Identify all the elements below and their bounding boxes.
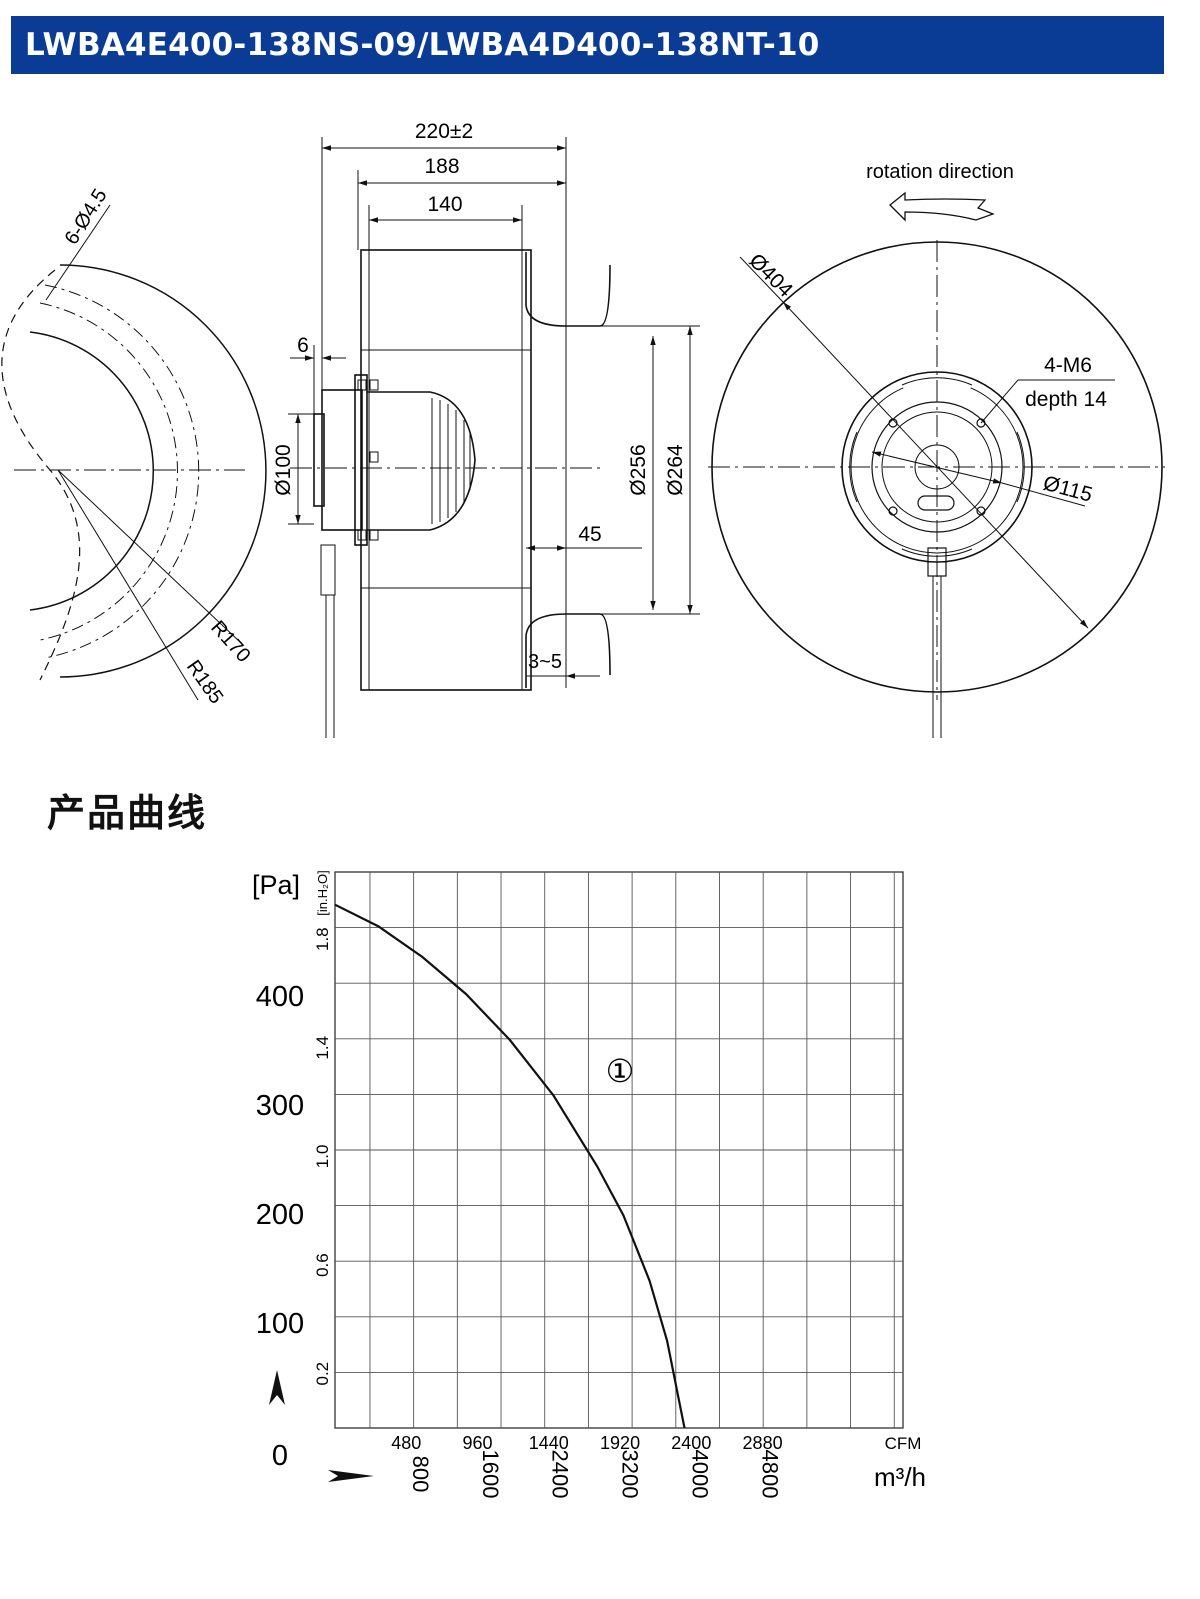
x-tick-m3h: 2400: [548, 1450, 573, 1499]
dim-3to5: 3~5: [528, 651, 562, 673]
m6-label-1: 4-M6: [1044, 354, 1092, 377]
rotation-label: rotation direction: [866, 161, 1014, 183]
x-label-cfm: CFM: [885, 1434, 922, 1453]
y-tick-inh2o: 1.0: [313, 1145, 332, 1169]
y-tick-inh2o: 0.6: [313, 1253, 332, 1277]
y-label-inh2o: [in.H₂O]: [315, 870, 330, 916]
x-tick-m3h: 1600: [478, 1450, 503, 1499]
performance-chart: 400 300 200 100 0 1.8 1.4 1.0 0.6 0.2 480 960 1440 19…: [252, 870, 926, 1498]
x-tick-cfm: 2400: [671, 1433, 711, 1453]
m6-label-2: depth 14: [1025, 388, 1107, 411]
x-label-m3h: m³/h: [874, 1462, 926, 1492]
x-tick-m3h: 4800: [757, 1450, 782, 1499]
outer-arc: [59, 264, 267, 678]
section-title: 产品曲线: [47, 791, 208, 835]
y-tick-pa: 400: [256, 981, 304, 1013]
r185-label: R185: [182, 656, 227, 708]
front-view: [708, 240, 1165, 738]
holes-label: 6-Ø4.5: [61, 185, 112, 249]
front-dimensions: [739, 191, 1115, 629]
x-tick-cfm: 480: [391, 1433, 421, 1453]
x-tick-cfm: 2880: [743, 1433, 783, 1453]
x-tick-m3h: 800: [408, 1456, 433, 1493]
page-title-bar: LWBA4E400-138NS-09/LWBA4D400-138NT-10: [11, 16, 1164, 74]
inner-arc: [29, 331, 155, 611]
dim-404: Ø404: [744, 249, 797, 302]
top-dimensions: [288, 137, 700, 688]
y-tick-inh2o: 1.4: [313, 1036, 332, 1060]
x-tick-m3h: 3200: [618, 1450, 643, 1499]
y-tick-pa: 300: [256, 1090, 304, 1122]
y-tick-pa: 100: [256, 1308, 304, 1340]
dim-45: 45: [578, 523, 601, 546]
dim-264: Ø264: [664, 444, 687, 496]
page-title: LWBA4E400-138NS-09/LWBA4D400-138NT-10: [25, 27, 820, 63]
r170-label: R170: [206, 617, 254, 667]
y-tick-pa: 200: [256, 1199, 304, 1231]
dim-188: 188: [424, 155, 459, 178]
y-label-pa: [Pa]: [252, 870, 300, 900]
section-view: [290, 249, 611, 738]
y-tick-pa: 0: [272, 1440, 288, 1472]
y-tick-inh2o: 0.2: [313, 1362, 332, 1386]
chart-plot: [334, 903, 686, 1429]
x-arrow-icon: [328, 1470, 374, 1482]
chart-ticks: 400 300 200 100 0 1.8 1.4 1.0 0.6 0.2 480 960 1440 19…: [256, 927, 783, 1498]
dimension-drawing: 6-Ø4.5 R170 R185: [1, 120, 1165, 738]
dim-6: 6: [297, 334, 309, 357]
chart-grid: [334, 871, 904, 1429]
dash-arc-2: [39, 302, 178, 641]
dim-256: Ø256: [627, 444, 650, 495]
series-1-line: [334, 903, 686, 1429]
x-tick-cfm: 1920: [600, 1433, 640, 1453]
dash-arc-1: [44, 284, 200, 659]
x-tick-cfm: 960: [463, 1433, 493, 1453]
side-flange-view: [1, 204, 267, 701]
x-tick-cfm: 1440: [529, 1433, 569, 1453]
dim-220: 220±2: [415, 120, 473, 143]
dim-140: 140: [427, 193, 462, 216]
dashed-profile: [1, 269, 81, 681]
x-tick-m3h: 4000: [688, 1450, 713, 1499]
series-1-label: ①: [606, 1053, 635, 1089]
y-tick-inh2o: 1.8: [313, 927, 332, 951]
dim-100: Ø100: [272, 444, 295, 495]
y-arrow-icon: [269, 1370, 285, 1405]
